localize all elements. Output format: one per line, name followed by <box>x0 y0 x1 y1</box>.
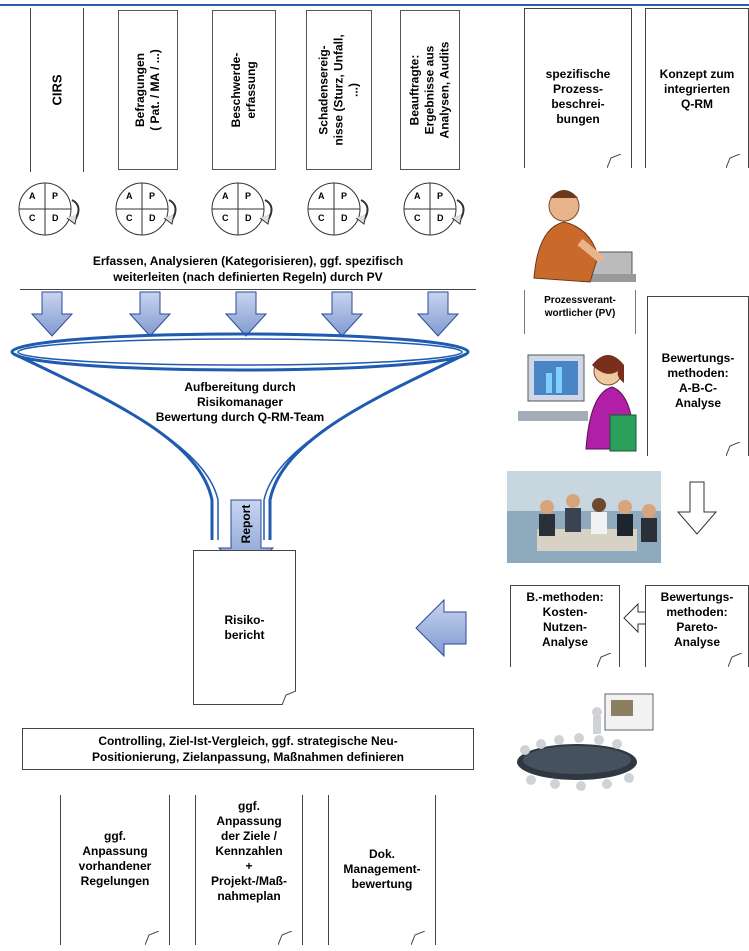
pdca-c: C <box>126 213 133 223</box>
right-down-arrow <box>676 481 718 535</box>
controlling-bar: Controlling, Ziel-Ist-Vergleich, ggf. st… <box>22 728 474 770</box>
pdca-c: C <box>414 213 421 223</box>
controlling-bar-text: Controlling, Ziel-Ist-Vergleich, ggf. st… <box>91 734 405 764</box>
funnel-rim <box>10 332 470 372</box>
output-text: Dok. Management- bewertung <box>343 847 421 891</box>
process-description-text: spezifische Prozess- beschrei- bungen <box>545 67 611 126</box>
down-arrow <box>30 291 460 337</box>
pdca-a: A <box>318 191 325 201</box>
cost-benefit-doc: B.-methoden: Kosten- Nutzen- Analyse <box>510 585 620 667</box>
pdca-c: C <box>29 213 36 223</box>
pdca-d: D <box>437 213 444 223</box>
pdca-cycle-3: A P C D <box>208 178 278 238</box>
capture-bar: Erfassen, Analysieren (Kategorisieren), … <box>20 250 476 290</box>
pdca-d: D <box>52 213 59 223</box>
risk-report-text: Risiko- bericht <box>224 613 265 642</box>
header-line <box>0 4 749 6</box>
pdca-cycle-1: A P C D <box>15 178 85 238</box>
pv-caption-border <box>524 290 636 334</box>
pdca-d: D <box>149 213 156 223</box>
output-text: ggf. Anpassung vorhandener Regelungen <box>78 829 152 888</box>
woman-computer-clipart <box>518 345 640 457</box>
pdca-a: A <box>414 191 421 201</box>
source-label: Beauftragte: Ergebnisse aus Analysen, Au… <box>407 41 452 139</box>
source-label: CIRS <box>49 74 65 106</box>
pdca-p: P <box>52 191 59 201</box>
meeting-photo <box>507 471 661 563</box>
risk-report-doc: Risiko- bericht <box>193 550 296 705</box>
abc-analysis-text: Bewertungs- methoden: A-B-C- Analyse <box>661 351 735 410</box>
output-doc-ziele: ggf. Anpassung der Ziele / Kennzahlen + … <box>195 795 303 945</box>
source-label: Schadensereig- nisse (Sturz, Unfall, ...… <box>316 34 361 146</box>
abc-analysis-doc: Bewertungs- methoden: A-B-C- Analyse <box>647 296 749 456</box>
source-box-cirs: CIRS <box>30 8 84 172</box>
pdca-cycle-4: A P C D <box>304 178 374 238</box>
concept-doc: Konzept zum integrierten Q-RM <box>645 8 749 168</box>
pdca-a: A <box>126 191 133 201</box>
pdca-d: D <box>341 213 348 223</box>
pareto-text: Bewertungs- methoden: Pareto- Analyse <box>660 590 734 649</box>
capture-bar-text: Erfassen, Analysieren (Kategorisieren), … <box>92 254 404 284</box>
pv-caption: Prozessverant- wortlicher (PV) <box>544 295 616 319</box>
source-box-schadensereignisse: Schadensereig- nisse (Sturz, Unfall, ...… <box>306 10 372 170</box>
process-description-doc: spezifische Prozess- beschrei- bungen <box>524 8 632 168</box>
pdca-p: P <box>437 191 444 201</box>
output-doc-managementbewertung: Dok. Management- bewertung <box>328 795 436 945</box>
output-doc-regelungen: ggf. Anpassung vorhandener Regelungen <box>60 795 170 945</box>
source-label: Befragungen ( Pat. / MA / ...) <box>133 49 162 131</box>
conference-clipart <box>507 688 657 798</box>
report-label: Report <box>239 504 253 544</box>
pdca-p: P <box>149 191 156 201</box>
output-text: ggf. Anpassung der Ziele / Kennzahlen + … <box>210 799 287 903</box>
pdca-a: A <box>29 191 36 201</box>
pdca-a: A <box>222 191 229 201</box>
source-box-befragungen: Befragungen ( Pat. / MA / ...) <box>118 10 178 170</box>
left-arrow <box>415 598 467 658</box>
pdca-cycle-2: A P C D <box>112 178 182 238</box>
funnel-text: Aufbereitung durch Risikomanager Bewertu… <box>155 380 325 424</box>
pdca-cycle-5: A P C D <box>400 178 470 238</box>
concept-text: Konzept zum integrierten Q-RM <box>659 67 735 111</box>
pdca-p: P <box>341 191 348 201</box>
pdca-c: C <box>222 213 229 223</box>
pdca-d: D <box>245 213 252 223</box>
cost-benefit-text: B.-methoden: Kosten- Nutzen- Analyse <box>526 590 604 649</box>
pdca-p: P <box>245 191 252 201</box>
pareto-doc: Bewertungs- methoden: Pareto- Analyse <box>645 585 749 667</box>
source-label: Beschwerde- erfassung <box>229 52 258 128</box>
source-box-beschwerde: Beschwerde- erfassung <box>212 10 276 170</box>
pdca-c: C <box>318 213 325 223</box>
pv-person-clipart <box>520 182 640 292</box>
source-box-beauftragte: Beauftragte: Ergebnisse aus Analysen, Au… <box>400 10 460 170</box>
